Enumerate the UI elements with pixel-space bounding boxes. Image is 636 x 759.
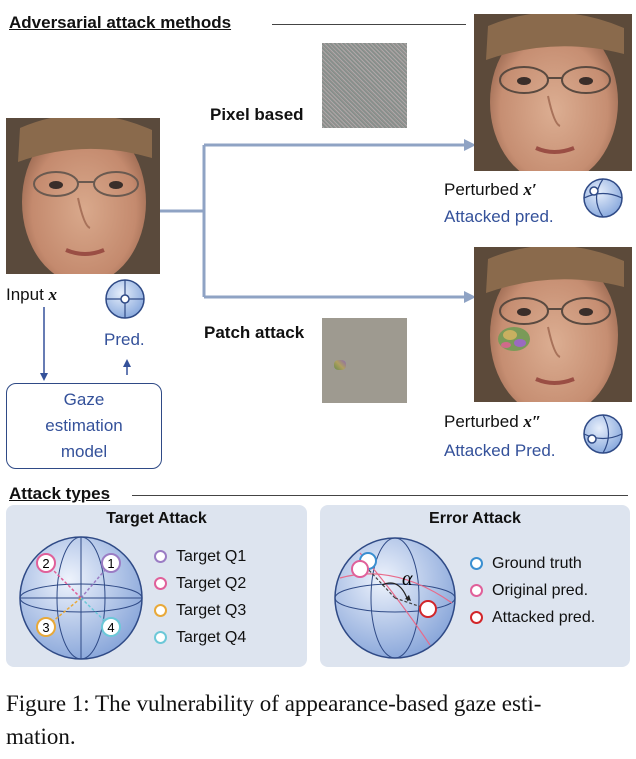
gaze-model-line2: estimation (45, 416, 123, 435)
attacked-pred-1-label: Attacked pred. (444, 207, 554, 226)
gaze-model-line1: Gaze (63, 390, 105, 409)
attacked-pred-2-label: Attacked Pred. (444, 441, 556, 460)
svg-text:1: 1 (107, 556, 114, 571)
target-legend-item: Target Q2 (154, 570, 246, 597)
input-var: x (48, 285, 58, 304)
perturbed-1-label: Perturbed x′ (444, 180, 537, 200)
branch-arrows (160, 139, 476, 303)
perturbed-face-1 (474, 14, 632, 171)
perturbed-1-text: Perturbed (444, 180, 519, 199)
error-legend-label: Attacked pred. (492, 608, 596, 626)
target-attack-panel: Target Attack 1 2 3 4 Target Q1 Target Q2… (6, 505, 307, 667)
figure-caption: Figure 1: The vulnerability of appearanc… (6, 687, 630, 753)
attacked-gaze-sphere-icon-1 (583, 178, 623, 218)
target-marker-q3: 3 (36, 617, 56, 637)
target-attack-sphere: 1 2 3 4 (19, 536, 143, 660)
alpha-label: α (402, 568, 413, 590)
target-legend-dot-icon (154, 577, 167, 590)
perturbed-2-text: Perturbed (444, 412, 519, 431)
svg-text:3: 3 (42, 620, 49, 635)
error-attack-title: Error Attack (429, 510, 521, 527)
target-legend-dot-icon (154, 604, 167, 617)
target-attack-title: Target Attack (106, 510, 207, 527)
target-legend-item: Target Q4 (154, 624, 246, 651)
error-legend-item: Original pred. (470, 577, 595, 604)
target-legend-dot-icon (154, 550, 167, 563)
perturbed-2-label: Perturbed x″ (444, 412, 541, 432)
svg-text:4: 4 (107, 620, 114, 635)
input-label-text: Input (6, 285, 44, 304)
attacked-gaze-sphere-icon-2 (583, 414, 623, 454)
error-attack-sphere: α (334, 537, 456, 659)
target-marker-q1: 1 (101, 553, 121, 573)
input-face-image (6, 118, 160, 274)
patch-blob (334, 360, 346, 370)
error-legend-dot-icon (470, 557, 483, 570)
target-legend-label: Target Q4 (176, 628, 247, 646)
attacked-pred-marker (419, 600, 437, 618)
target-marker-q4: 4 (101, 617, 121, 637)
adversarial-patch-on-face (498, 327, 530, 351)
error-legend-item: Ground truth (470, 550, 595, 577)
target-legend-label: Target Q3 (176, 601, 247, 619)
pred-label: Pred. (104, 330, 145, 349)
methods-section-title: Adversarial attack methods (9, 13, 232, 32)
perturbed-face-2 (474, 247, 632, 402)
original-pred-marker (351, 560, 369, 578)
error-legend-label: Ground truth (492, 554, 582, 572)
caption-line-1: Figure 1: The vulnerability of appearanc… (6, 691, 542, 716)
error-legend-item: Attacked pred. (470, 604, 595, 631)
input-model-arrows (40, 307, 131, 381)
target-legend-dot-icon (154, 631, 167, 644)
types-section-rule (132, 495, 628, 496)
error-legend-dot-icon (470, 611, 483, 624)
target-legend-item: Target Q1 (154, 543, 246, 570)
target-legend-item: Target Q3 (154, 597, 246, 624)
patch-image (322, 318, 407, 403)
error-legend-dot-icon (470, 584, 483, 597)
types-section-title: Attack types (9, 484, 111, 503)
patch-attack-label: Patch attack (204, 323, 305, 342)
perturbed-1-var: x′ (523, 180, 537, 199)
target-legend-label: Target Q1 (176, 547, 247, 565)
pixel-noise-image (322, 43, 407, 128)
pixel-based-label: Pixel based (210, 105, 304, 124)
target-marker-q2: 2 (36, 553, 56, 573)
error-legend-label: Original pred. (492, 581, 589, 599)
perturbed-2-var: x″ (523, 412, 542, 431)
target-attack-legend: Target Q1 Target Q2 Target Q3 Target Q4 (154, 543, 246, 651)
input-label: Input x (6, 285, 57, 305)
svg-text:2: 2 (42, 556, 49, 571)
gaze-estimation-model-box: Gaze estimation model (6, 383, 162, 469)
methods-section-rule (272, 24, 466, 25)
pred-gaze-sphere-icon (105, 279, 145, 319)
target-legend-label: Target Q2 (176, 574, 247, 592)
caption-line-2: mation. (6, 724, 76, 749)
gaze-model-line3: model (60, 442, 108, 461)
